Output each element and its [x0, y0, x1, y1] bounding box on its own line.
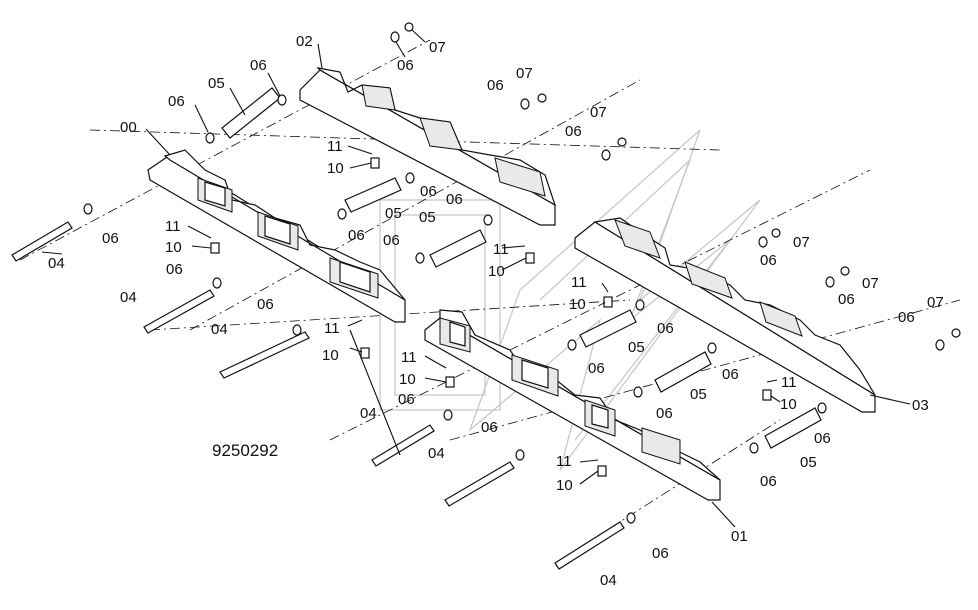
label-11: 11 — [781, 374, 797, 391]
label-07: 07 — [862, 275, 879, 292]
label-06: 06 — [348, 227, 365, 244]
label-06: 06 — [168, 93, 185, 110]
bracket-part-01 — [424, 309, 721, 501]
bracket-part-00 — [147, 149, 406, 323]
label-10: 10 — [165, 239, 182, 256]
label-04: 04 — [48, 255, 65, 272]
label-07: 07 — [590, 104, 607, 121]
label-06: 06 — [898, 309, 915, 326]
label-10: 10 — [488, 263, 505, 280]
label-11: 11 — [324, 320, 340, 337]
label-06: 06 — [760, 252, 777, 269]
label-06: 06 — [398, 391, 415, 408]
label-02: 02 — [296, 33, 313, 50]
label-06: 06 — [656, 405, 673, 422]
small-hardware — [83, 22, 961, 524]
label-03: 03 — [912, 397, 929, 414]
drawing-number: 9250292 — [212, 441, 278, 460]
label-01: 01 — [731, 528, 748, 545]
label-06: 06 — [838, 291, 855, 308]
bracket-part-02 — [299, 67, 557, 226]
label-06: 06 — [657, 320, 674, 337]
label-06: 06 — [257, 296, 274, 313]
label-11: 11 — [401, 349, 417, 366]
label-06: 06 — [420, 183, 437, 200]
label-11: 11 — [493, 241, 509, 258]
label-05: 05 — [385, 205, 402, 222]
label-06: 06 — [565, 123, 582, 140]
label-05: 05 — [690, 386, 707, 403]
label-06: 06 — [446, 191, 463, 208]
label-10: 10 — [327, 160, 344, 177]
label-04: 04 — [428, 445, 445, 462]
label-06: 06 — [588, 360, 605, 377]
label-04: 04 — [211, 321, 228, 338]
label-04: 04 — [120, 289, 137, 306]
label-06: 06 — [760, 473, 777, 490]
label-07: 07 — [429, 39, 446, 56]
label-06: 06 — [487, 77, 504, 94]
label-06: 06 — [166, 261, 183, 278]
label-06: 06 — [652, 545, 669, 562]
label-11: 11 — [165, 218, 181, 235]
label-06: 06 — [814, 430, 831, 447]
label-10: 10 — [569, 296, 586, 313]
bracket-part-03 — [574, 217, 876, 413]
label-07: 07 — [793, 234, 810, 251]
label-06: 06 — [383, 232, 400, 249]
label-11: 11 — [556, 453, 572, 470]
leader-lines — [41, 29, 911, 528]
label-06: 06 — [397, 57, 414, 74]
label-07: 07 — [516, 65, 533, 82]
label-06: 06 — [481, 419, 498, 436]
label-11: 11 — [571, 274, 587, 291]
label-07: 07 — [927, 294, 944, 311]
label-10: 10 — [322, 347, 339, 364]
label-10: 10 — [556, 477, 573, 494]
label-05: 05 — [419, 209, 436, 226]
label-10: 10 — [399, 371, 416, 388]
label-06: 06 — [722, 366, 739, 383]
label-00: 00 — [120, 119, 137, 136]
label-06: 06 — [250, 57, 267, 74]
label-05: 05 — [628, 339, 645, 356]
label-04: 04 — [360, 405, 377, 422]
label-10: 10 — [780, 396, 797, 413]
label-11: 11 — [327, 138, 343, 155]
label-05: 05 — [800, 454, 817, 471]
label-05: 05 — [208, 75, 225, 92]
callout-labels: 00 01 02 03 04 04 04 04 04 04 05 05 05 0… — [48, 33, 944, 589]
rods-04 — [11, 221, 625, 570]
label-06: 06 — [102, 230, 119, 247]
label-04: 04 — [600, 572, 617, 589]
